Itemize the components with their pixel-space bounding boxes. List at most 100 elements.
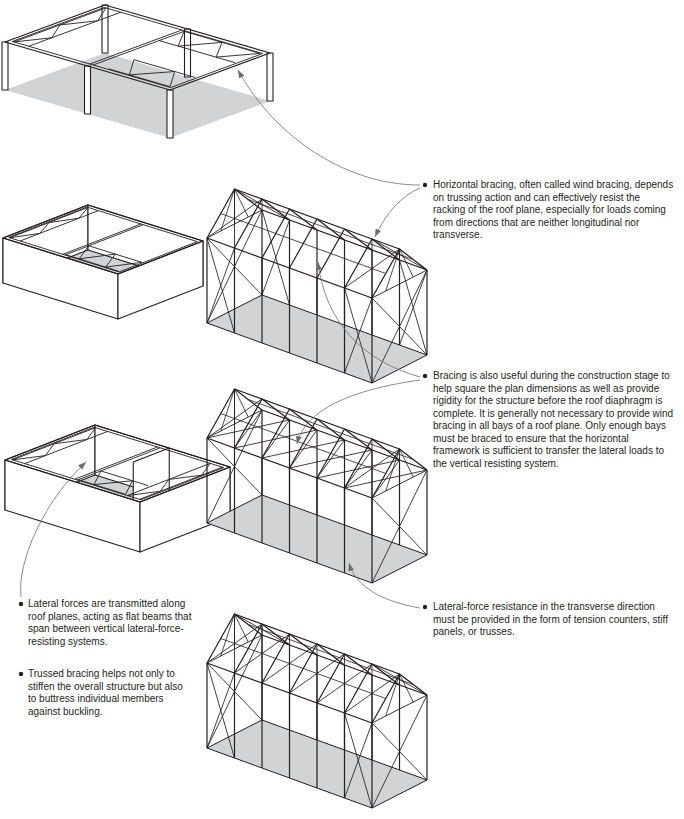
- truss-chord: [10, 207, 88, 237]
- roof-bracing: [234, 189, 235, 248]
- column: [261, 258, 262, 343]
- end-wall-bracing: [372, 270, 427, 383]
- truss-chord: [25, 431, 108, 463]
- purlin: [248, 200, 413, 260]
- roof-bracing: [234, 389, 235, 448]
- horizontal-bracing: [317, 460, 400, 478]
- truss-web: [129, 60, 174, 87]
- column: [267, 53, 273, 101]
- horizontal-bracing: [345, 470, 428, 488]
- roof-bracing: [235, 614, 290, 645]
- column: [2, 42, 8, 90]
- gabled-frame-building: [207, 614, 427, 808]
- column: [344, 713, 345, 798]
- gable-web: [235, 614, 249, 642]
- purlin: [248, 400, 413, 460]
- rafter: [372, 249, 427, 298]
- girder: [75, 447, 158, 479]
- column: [261, 458, 262, 543]
- flat-roof-building: [3, 205, 203, 319]
- bullet-dot: [423, 374, 427, 378]
- truss-web: [79, 246, 142, 267]
- gabled-frame-building: [207, 189, 427, 383]
- purlin: [248, 625, 413, 685]
- column: [234, 248, 235, 333]
- truss-chord: [109, 69, 170, 87]
- shear-wall: [3, 238, 118, 319]
- gable-web: [235, 189, 249, 217]
- king-post: [399, 449, 400, 484]
- king-post: [234, 614, 235, 649]
- truss-chord: [134, 60, 195, 78]
- gable-web: [386, 249, 400, 291]
- truss-chord: [14, 8, 106, 42]
- column: [371, 298, 372, 383]
- callout-text: Lateral-force resistance in the transver…: [433, 601, 675, 639]
- truss-chord: [127, 463, 210, 495]
- column: [206, 663, 207, 748]
- column: [426, 695, 427, 780]
- roof-bracing: [235, 189, 290, 220]
- gable-web: [221, 614, 235, 656]
- truss-chord: [140, 467, 223, 499]
- gable-web: [386, 449, 400, 491]
- leader-line: [318, 262, 420, 377]
- building-frames: [2, 5, 427, 808]
- girder: [90, 30, 182, 64]
- roof-bracing: [345, 249, 400, 288]
- leader-line: [21, 462, 86, 597]
- roof-bracing: [235, 634, 290, 673]
- flat-roof-building: [5, 425, 230, 552]
- roof-edge-beam: [3, 205, 203, 274]
- column: [289, 693, 290, 778]
- roof-bracing: [317, 664, 372, 703]
- leader-line: [349, 563, 420, 608]
- rafter: [372, 674, 427, 723]
- wall-bracing: [345, 713, 373, 808]
- bullet-dot: [423, 605, 427, 609]
- column: [316, 278, 317, 363]
- end-wall-bracing: [207, 210, 262, 323]
- roof-edge-beam: [9, 207, 198, 272]
- column: [206, 438, 207, 523]
- column: [261, 683, 262, 768]
- gable-web: [400, 249, 414, 277]
- column: [85, 66, 91, 114]
- end-wall-bracing: [372, 470, 427, 583]
- column: [426, 270, 427, 355]
- truss-chord: [29, 12, 121, 46]
- end-wall-bracing: [207, 635, 262, 748]
- roof-edge-beam: [5, 5, 270, 90]
- column: [371, 498, 372, 583]
- wall-bracing: [345, 288, 373, 383]
- leader-line: [297, 380, 420, 444]
- column: [234, 448, 235, 533]
- end-wall-bracing: [372, 695, 427, 808]
- gable-web: [386, 674, 400, 716]
- king-post: [399, 674, 400, 709]
- column: [316, 703, 317, 788]
- bullet-dot: [423, 183, 427, 187]
- horizontal-bracing: [235, 430, 318, 448]
- end-wall-bracing: [207, 410, 262, 523]
- leader-line: [375, 188, 420, 237]
- gable-web: [400, 674, 414, 702]
- leader-lines: [21, 70, 420, 608]
- shear-wall: [118, 241, 203, 319]
- eave-beam: [262, 210, 427, 270]
- callout-text: Lateral forces are transmitted along roo…: [28, 598, 193, 648]
- ridge-beam: [235, 189, 400, 249]
- column: [289, 468, 290, 553]
- truss-web: [14, 8, 106, 42]
- column: [344, 488, 345, 573]
- bullet-dot: [19, 672, 23, 676]
- roof-edge-beam: [12, 7, 262, 87]
- truss-web: [13, 428, 96, 460]
- callout-text: Horizontal bracing, often called wind br…: [433, 179, 675, 242]
- column: [185, 29, 191, 77]
- shear-wall: [140, 467, 230, 552]
- ridge-beam: [235, 389, 400, 449]
- king-post: [234, 389, 235, 424]
- truss-chord: [159, 41, 235, 63]
